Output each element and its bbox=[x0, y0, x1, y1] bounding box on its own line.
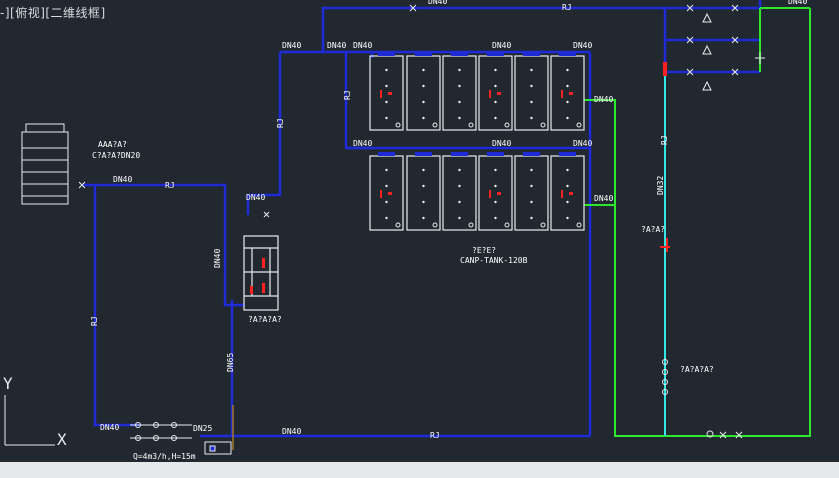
valve-symbols[interactable] bbox=[78, 4, 765, 439]
label-chiller-caption: AAA?A? bbox=[98, 140, 127, 149]
water-tank[interactable] bbox=[406, 152, 441, 231]
water-tank[interactable] bbox=[442, 152, 477, 231]
vertical-pipe-labels: RJ RJ DN40 DN65 RJ DN32 RJ bbox=[90, 90, 669, 372]
svg-text:DN40: DN40 bbox=[213, 249, 222, 268]
label-dn40-g: DN40 bbox=[492, 139, 511, 148]
label-dn40-f: DN40 bbox=[353, 139, 372, 148]
svg-text:RJ: RJ bbox=[276, 118, 285, 128]
axis-x-label: X bbox=[57, 430, 67, 449]
svg-text:RJ: RJ bbox=[660, 135, 669, 145]
label-dn40-c: DN40 bbox=[353, 41, 372, 50]
label-dn40-i: DN40 bbox=[594, 95, 613, 104]
water-tank[interactable] bbox=[514, 152, 549, 231]
label-small-unit: ?A?A?A? bbox=[248, 315, 282, 324]
svg-text:DN65: DN65 bbox=[226, 353, 235, 372]
label-dn40-top-2: DN40 bbox=[788, 0, 807, 6]
water-tank[interactable] bbox=[406, 52, 441, 131]
label-valve-caption2: ?A?A?A? bbox=[680, 365, 714, 374]
label-dn40-a: DN40 bbox=[282, 41, 301, 50]
label-valve-caption: ?A?A? bbox=[641, 225, 665, 234]
red-markers bbox=[660, 62, 670, 252]
label-dn40-b: DN40 bbox=[327, 41, 346, 50]
label-rj-left: RJ bbox=[165, 181, 175, 190]
label-rj-bottom: RJ bbox=[430, 431, 440, 440]
viewport-label[interactable]: -][俯视][二维线框] bbox=[0, 6, 106, 20]
label-chiller-spec: C?A?A?DN20 bbox=[92, 151, 140, 160]
label-dn40-n: DN40 bbox=[282, 427, 301, 436]
pipe-labels: DN40 RJ DN40 DN40 DN40 DN40 DN40 DN40 DN… bbox=[92, 0, 807, 461]
label-dn40-top-1: DN40 bbox=[428, 0, 447, 6]
axis-y-label: Y bbox=[3, 374, 13, 393]
water-tank[interactable] bbox=[369, 152, 404, 231]
water-tank[interactable] bbox=[369, 52, 404, 131]
hot-water-pipes bbox=[82, 0, 762, 438]
ucs-axis-icon: Y X bbox=[3, 374, 67, 449]
label-rj-top: RJ bbox=[562, 3, 572, 12]
water-tank[interactable] bbox=[478, 152, 513, 231]
label-dn40-e: DN40 bbox=[573, 41, 592, 50]
water-tank[interactable] bbox=[550, 52, 585, 131]
heat-pump-cabinet[interactable] bbox=[243, 235, 279, 311]
label-tank-model: CANP-TANK-120B bbox=[460, 256, 528, 265]
water-tank[interactable] bbox=[478, 52, 513, 131]
label-tank-caption: ?E?E? bbox=[472, 246, 496, 255]
label-dn40-j: DN40 bbox=[594, 194, 613, 203]
svg-text:RJ: RJ bbox=[90, 316, 99, 326]
label-pump-spec: Q=4m3/h,H=15m bbox=[133, 452, 196, 461]
label-dn25: DN25 bbox=[193, 424, 212, 433]
label-dn40-l: DN40 bbox=[246, 193, 265, 202]
water-tank-array[interactable] bbox=[369, 52, 585, 231]
label-dn40-k: DN40 bbox=[113, 175, 132, 184]
water-tank[interactable] bbox=[550, 152, 585, 231]
circulation-pump-group[interactable] bbox=[130, 422, 232, 455]
svg-text:RJ: RJ bbox=[343, 90, 352, 100]
water-tank[interactable] bbox=[514, 52, 549, 131]
label-dn40-h: DN40 bbox=[573, 139, 592, 148]
status-bar bbox=[0, 462, 839, 478]
label-dn40-m: DN40 bbox=[100, 423, 119, 432]
label-dn40-d: DN40 bbox=[492, 41, 511, 50]
chiller-unit[interactable] bbox=[21, 123, 69, 205]
water-tank[interactable] bbox=[442, 52, 477, 131]
svg-text:DN32: DN32 bbox=[656, 176, 665, 195]
